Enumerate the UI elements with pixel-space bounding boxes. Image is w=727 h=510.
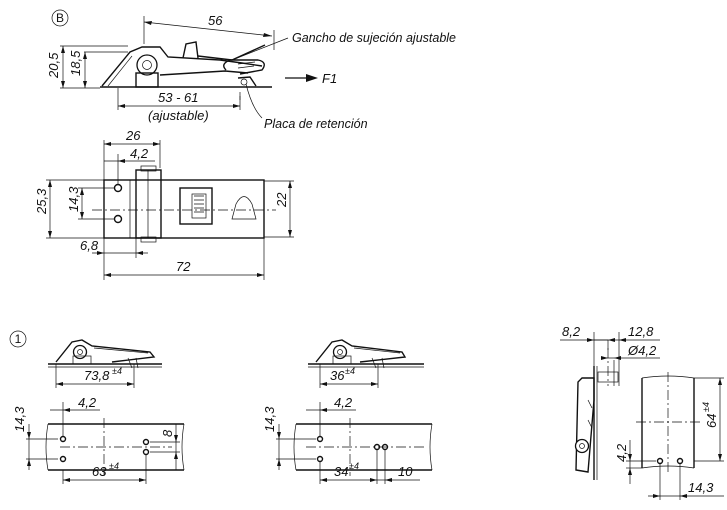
svg-text:73,8: 73,8: [84, 368, 110, 383]
svg-text:Ø4,2: Ø4,2: [627, 343, 657, 358]
svg-text:±4: ±4: [701, 402, 711, 412]
side-view-callouts: Gancho de sujeción ajustable Placa de re…: [231, 31, 456, 131]
marker-1: 1: [9, 330, 27, 348]
svg-text:Gancho de sujeción ajustable: Gancho de sujeción ajustable: [292, 31, 456, 45]
svg-text:8: 8: [160, 429, 175, 437]
svg-text:12,8: 12,8: [628, 324, 654, 339]
svg-text:±4: ±4: [349, 461, 359, 471]
svg-text:14,3: 14,3: [688, 480, 714, 495]
svg-text:4,2: 4,2: [78, 395, 97, 410]
plan-view-latch: [92, 165, 276, 243]
svg-text:Placa de retención: Placa de retención: [264, 117, 368, 131]
svg-text:±4: ±4: [345, 366, 355, 376]
svg-text:(ajustable): (ajustable): [148, 108, 209, 123]
svg-text:53 - 61: 53 - 61: [158, 90, 198, 105]
svg-text:20,5: 20,5: [46, 52, 61, 79]
mount-a-plan: 14,3 4,2 8 63 ±4: [12, 395, 185, 484]
svg-text:64: 64: [704, 414, 719, 428]
svg-text:14,3: 14,3: [12, 406, 27, 432]
mount-b-side: 36 ±4: [308, 339, 424, 388]
svg-text:B: B: [56, 11, 64, 25]
svg-text:4,2: 4,2: [130, 146, 149, 161]
svg-text:63: 63: [92, 464, 107, 479]
mount-c-side: 8,2 12,8 Ø4,2: [560, 324, 660, 480]
side-view-dims: 56 20,5 18,5 53 - 61 (ajustable): [46, 13, 275, 123]
svg-text:10: 10: [398, 464, 413, 479]
marker-b: B: [51, 9, 69, 27]
svg-text:8,2: 8,2: [562, 324, 581, 339]
mount-a-side: 73,8 ±4: [48, 339, 162, 388]
svg-text:72: 72: [176, 259, 191, 274]
svg-text:26: 26: [125, 128, 141, 143]
svg-text:14,3: 14,3: [262, 406, 277, 432]
svg-text:F1: F1: [322, 71, 337, 86]
svg-text:4,2: 4,2: [334, 395, 353, 410]
svg-text:22: 22: [274, 192, 289, 208]
mount-b-plan: 14,3 4,2 34 ±4 10: [262, 395, 433, 484]
svg-text:4,2: 4,2: [614, 443, 629, 462]
mount-c-plan: 64 ±4 4,2 14,3: [614, 372, 724, 500]
svg-text:14,3: 14,3: [66, 186, 81, 212]
svg-text:34: 34: [334, 464, 348, 479]
svg-text:36: 36: [330, 368, 345, 383]
svg-text:1: 1: [15, 332, 22, 346]
svg-text:6,8: 6,8: [80, 238, 99, 253]
svg-text:±4: ±4: [109, 461, 119, 471]
svg-text:25,3: 25,3: [34, 188, 49, 215]
svg-text:56: 56: [208, 13, 223, 28]
plan-view-dims: 26 4,2 25,3 14,3 22 6,8: [34, 128, 294, 280]
svg-text:18,5: 18,5: [68, 50, 83, 76]
svg-text:±4: ±4: [112, 366, 122, 376]
